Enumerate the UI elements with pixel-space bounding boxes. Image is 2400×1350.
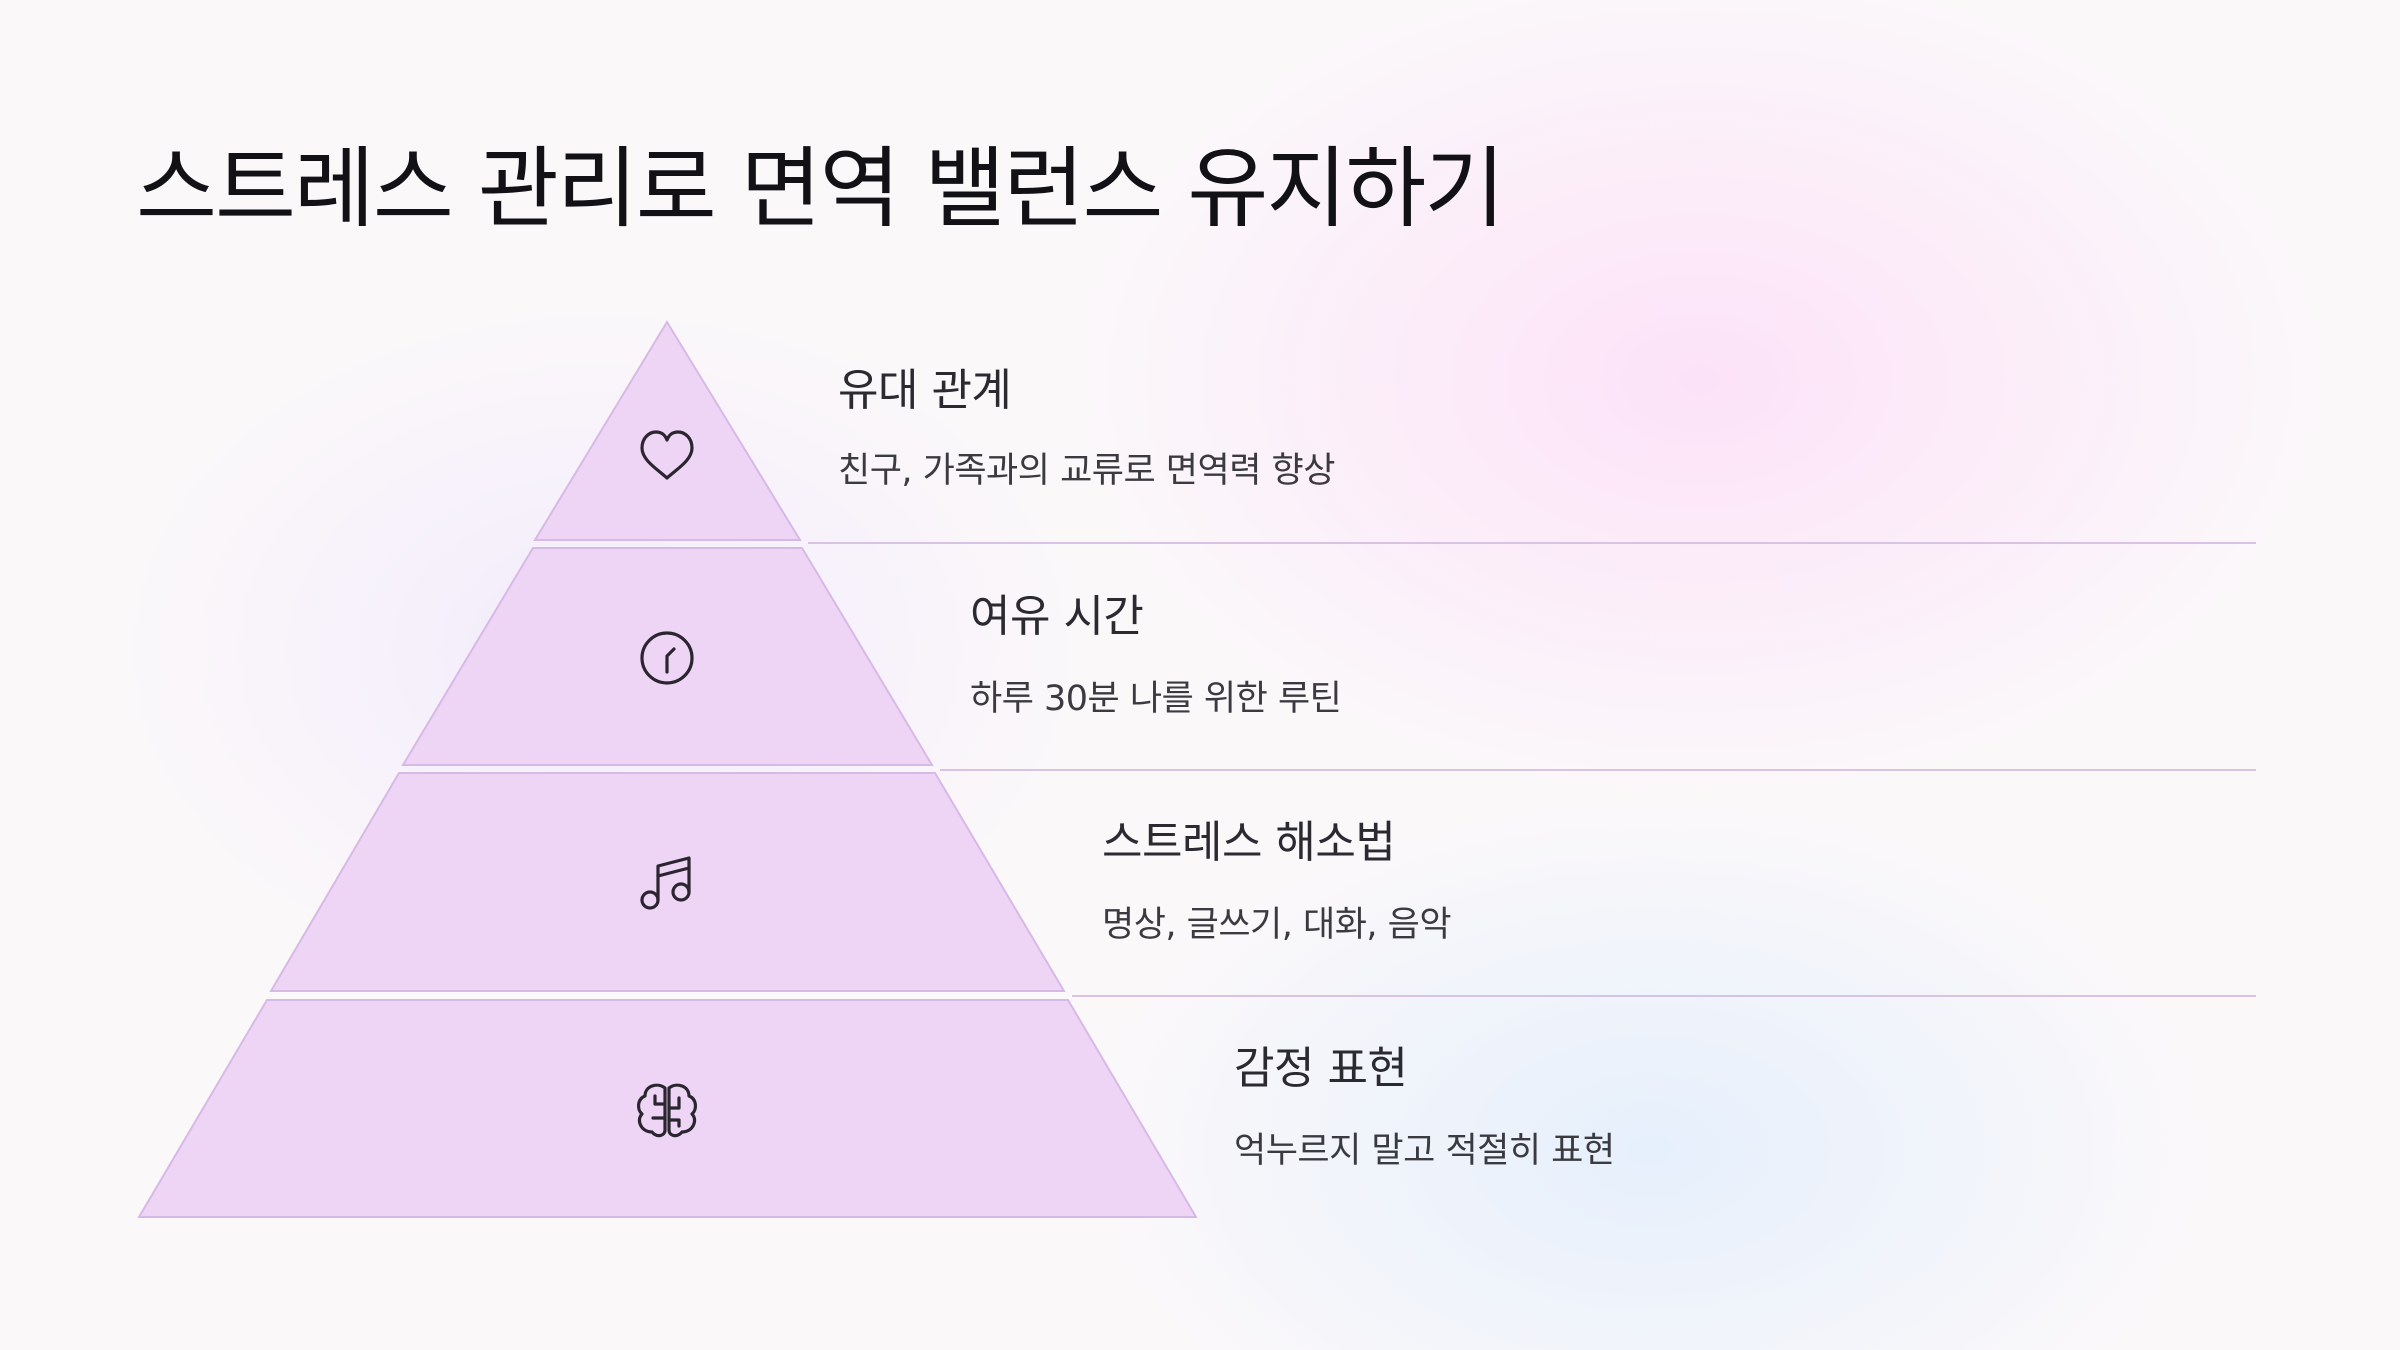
tier-3-heading: 스트레스 해소법 [1102,817,1396,868]
pyramid-tier-3-shape [269,772,1066,992]
pyramid-tier-2 [401,547,2256,771]
pyramid-tier-4 [137,999,1198,1218]
tier-1-heading: 유대 관계 [838,365,1012,416]
tier-2-heading: 여유 시간 [970,591,1144,642]
pyramid-tier-1-shape [533,320,802,541]
tier-2-description: 하루 30분 나를 위한 루틴 [970,679,1342,719]
clock-icon [640,631,694,685]
tier-4-heading: 감정 표현 [1234,1043,1408,1094]
tier-1-description: 친구, 가족과의 교류로 면역력 향상 [838,451,1335,491]
slide-title: 스트레스 관리로 면역 밸런스 유지하기 [136,137,1505,240]
brain-icon [637,1083,697,1138]
pyramid-tier-1 [533,320,2256,544]
tier-3-description: 명상, 글쓰기, 대화, 음악 [1102,905,1452,945]
music-note-icon [640,856,691,910]
pyramid-tier-3 [269,772,2256,997]
tier-4-description: 억누르지 말고 적절히 표현 [1234,1131,1615,1171]
heart-icon [640,430,694,480]
